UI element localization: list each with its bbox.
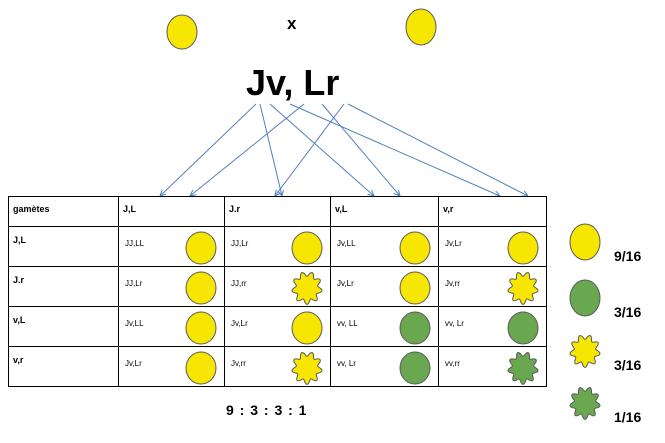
column-header: v,L (330, 196, 439, 227)
legend-green-wrinkled-pea-icon (568, 383, 602, 428)
row-header: v,L (8, 306, 119, 347)
legend-yellow-wrinkled-pea-icon (568, 331, 602, 376)
yellow-smooth-pea-icon (398, 270, 432, 306)
phenotype-ratio: 9 : 3 : 3 : 1 (226, 402, 308, 418)
offspring-cell: vv, Lr (330, 346, 439, 387)
column-header: v,r (438, 196, 547, 227)
offspring-genotype: Jv,rr (445, 279, 460, 288)
parent-pea-right-icon (405, 8, 437, 46)
offspring-cell: vv, Lr (438, 306, 547, 347)
green-smooth-pea-icon (506, 310, 540, 346)
offspring-cell: Jv,Lr (330, 266, 439, 307)
offspring-cell: vv,rr (438, 346, 547, 387)
arrow-line (289, 103, 500, 196)
arrow-line (321, 103, 400, 196)
offspring-cell: Jv,Lr (118, 346, 225, 387)
yellow-smooth-pea-icon (290, 310, 324, 346)
green-wrinkled-pea-icon (506, 350, 540, 386)
offspring-cell: Jv,rr (224, 346, 331, 387)
offspring-genotype: JJ,Lr (125, 279, 143, 288)
yellow-wrinkled-pea-icon (290, 270, 324, 306)
yellow-smooth-pea-icon (506, 230, 540, 266)
arrow-line (160, 103, 257, 196)
legend-fraction: 3/16 (614, 357, 642, 373)
green-smooth-pea-icon (398, 350, 432, 386)
offspring-cell: Jv,Lr (438, 226, 547, 267)
offspring-genotype: JJ,rr (231, 279, 247, 288)
offspring-cell: JJ,LL (118, 226, 225, 267)
legend-fraction: 1/16 (614, 409, 642, 425)
green-smooth-pea-icon (398, 310, 432, 346)
offspring-genotype: Jv,Lr (337, 279, 354, 288)
offspring-cell: vv, LL (330, 306, 439, 347)
legend-yellow-smooth-pea-icon (568, 222, 602, 267)
yellow-wrinkled-pea-icon (290, 350, 324, 386)
offspring-genotype: Jv,Lr (445, 239, 462, 248)
row-header: J.r (8, 266, 119, 307)
offspring-genotype: vv, Lr (445, 319, 464, 328)
offspring-genotype: vv, LL (337, 319, 358, 328)
yellow-smooth-pea-icon (184, 230, 218, 266)
offspring-genotype: Jv,LL (125, 319, 144, 328)
row-header: J,L (8, 226, 119, 267)
yellow-smooth-pea-icon (184, 310, 218, 346)
legend-fraction: 9/16 (614, 248, 642, 264)
offspring-cell: Jv,Lr (224, 306, 331, 347)
offspring-cell: JJ,Lr (224, 226, 331, 267)
table-row: J.r JJ,Lr JJ,rr Jv,Lr Jv,rr (8, 266, 547, 307)
row-header: v,r (8, 346, 119, 387)
yellow-wrinkled-pea-icon (506, 270, 540, 306)
offspring-genotype: Jv,rr (231, 359, 246, 368)
yellow-smooth-pea-icon (398, 230, 432, 266)
parent-pea-left-icon (166, 14, 198, 50)
offspring-cell: JJ,rr (224, 266, 331, 307)
column-header: J,L (118, 196, 225, 227)
parent-genotype: Jv, Lr (246, 62, 340, 103)
arrow-line (190, 103, 305, 196)
cross-symbol: x (287, 14, 297, 33)
column-header: J.r (224, 196, 331, 227)
offspring-genotype: vv,rr (445, 359, 460, 368)
table-row: v,L Jv,LL Jv,Lr vv, LL vv, Lr (8, 306, 547, 347)
table-header-row: gamètes J,L J.r v,L v,r (8, 196, 547, 227)
arrow-line (275, 103, 345, 196)
arrow-line (347, 103, 528, 196)
offspring-genotype: Jv,LL (337, 239, 356, 248)
offspring-genotype: Jv,Lr (125, 359, 142, 368)
table-row: J,L JJ,LL JJ,Lr Jv,LL Jv,Lr (8, 226, 547, 267)
yellow-smooth-pea-icon (184, 350, 218, 386)
legend-green-smooth-pea-icon (568, 278, 602, 323)
arrow-line (259, 103, 282, 196)
yellow-smooth-pea-icon (184, 270, 218, 306)
offspring-genotype: JJ,Lr (231, 239, 249, 248)
yellow-smooth-pea-icon (290, 230, 324, 266)
offspring-cell: Jv,LL (330, 226, 439, 267)
table-row: v,r Jv,Lr Jv,rr vv, Lr vv,rr (8, 346, 547, 387)
arrow-line (269, 103, 374, 196)
offspring-cell: Jv,LL (118, 306, 225, 347)
offspring-cell: JJ,Lr (118, 266, 225, 307)
legend-fraction: 3/16 (614, 304, 642, 320)
offspring-genotype: vv, Lr (337, 359, 356, 368)
offspring-genotype: Jv,Lr (231, 319, 248, 328)
offspring-genotype: JJ,LL (125, 239, 145, 248)
corner-cell: gamètes (8, 196, 119, 227)
offspring-cell: Jv,rr (438, 266, 547, 307)
